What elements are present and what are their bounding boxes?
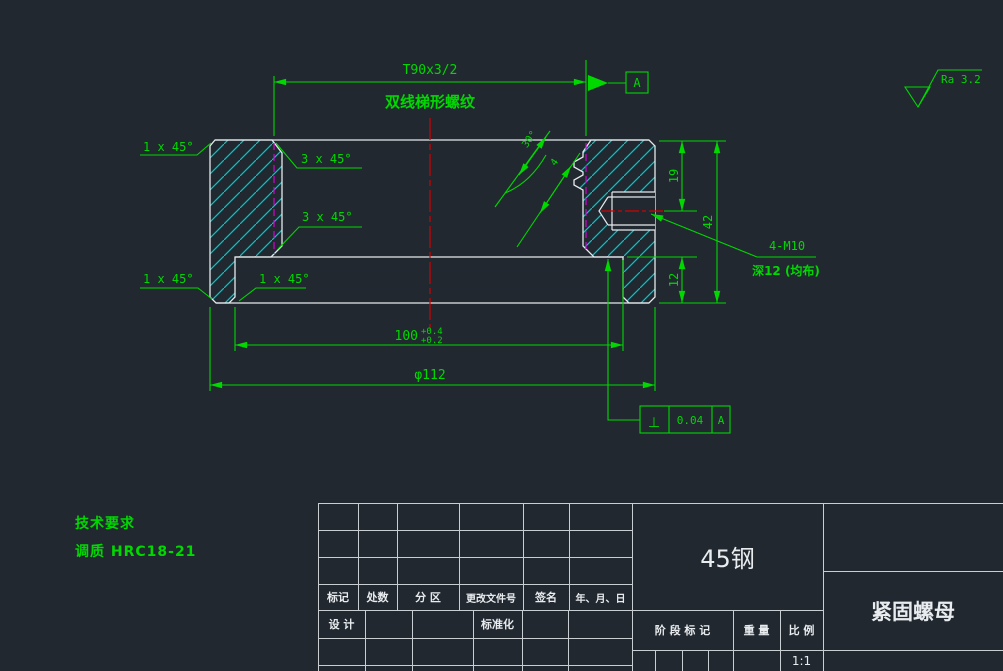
tb-line — [682, 650, 683, 671]
tb-line — [397, 503, 398, 610]
tb-line — [708, 650, 709, 671]
tb-label-scale: 比 例 — [788, 624, 815, 637]
tb-line — [632, 650, 1003, 651]
tb-header-mark: 标记 — [327, 591, 349, 604]
tb-line — [318, 530, 632, 531]
thread-dimension-label: T90x3/2 — [403, 63, 458, 78]
chamfer-label-top-left: 1 x 45° — [143, 140, 194, 154]
section-left-block — [209, 139, 283, 304]
tb-scale-value: 1:1 — [791, 653, 812, 668]
dim-diameter-label: φ112 — [414, 368, 445, 383]
tb-label-stage-mark: 阶 段 标 记 — [654, 624, 711, 637]
dim-12-label: 12 — [667, 273, 681, 287]
tech-requirements-title: 技术要求 — [75, 516, 135, 532]
dim-100-tol-lower: +0.2 — [421, 336, 443, 346]
tb-header-zone: 分 区 — [415, 591, 441, 604]
thread-pitch-label: 4 — [549, 157, 561, 168]
tb-label-weight: 重 量 — [743, 624, 770, 637]
hole-callout-line2: 深12 (均布) — [752, 263, 820, 278]
dim-42-label: 42 — [701, 215, 715, 229]
dim-100-label: 100 — [395, 329, 418, 344]
datum-a-label: A — [633, 76, 641, 90]
tb-header-change-doc: 更改文件号 — [466, 593, 516, 605]
fcf-symbol: ⊥ — [648, 415, 660, 431]
chamfer-label-bore-bottom: 3 x 45° — [302, 210, 353, 224]
tb-line — [568, 610, 569, 671]
dim-100-tol-upper: +0.4 — [421, 327, 443, 337]
thread-note-label: 双线梯形螺纹 — [385, 93, 476, 111]
tb-line — [733, 610, 734, 671]
fcf-datum: A — [718, 414, 725, 427]
tech-requirements-item: 调质 HRC18-21 — [75, 544, 197, 560]
tb-header-count: 处数 — [366, 591, 389, 604]
tb-line — [473, 610, 474, 671]
dim-19-label: 19 — [667, 169, 681, 183]
tb-line — [412, 610, 413, 671]
tb-header-date: 年、月、日 — [575, 593, 626, 605]
tb-line — [318, 584, 632, 585]
tb-line — [459, 503, 460, 610]
chamfer-label-counterbore: 1 x 45° — [259, 272, 310, 286]
roughness-label: Ra 3.2 — [941, 73, 981, 86]
chamfer-label-bottom-left: 1 x 45° — [143, 272, 194, 286]
tb-line — [823, 571, 1003, 572]
tb-material: 45钢 — [700, 545, 755, 573]
tb-line — [780, 610, 781, 671]
tb-label-standardization: 标准化 — [481, 618, 514, 631]
tb-line — [318, 503, 1003, 504]
hole-callout-line1: 4-M10 — [769, 239, 805, 253]
tb-line — [522, 610, 523, 671]
tb-line — [318, 503, 319, 671]
chamfer-label-bore-top: 3 x 45° — [301, 152, 352, 166]
dimensions — [140, 60, 982, 434]
tb-line — [318, 665, 632, 666]
tb-line — [358, 503, 359, 610]
tb-line — [632, 503, 633, 671]
tapped-hole — [598, 191, 663, 231]
tb-line — [569, 503, 570, 610]
tb-line — [318, 557, 632, 558]
fcf-value: 0.04 — [677, 414, 704, 427]
tb-line — [365, 610, 366, 671]
tb-header-signature: 签名 — [535, 591, 557, 604]
tb-line — [318, 638, 632, 639]
tb-line — [823, 503, 824, 671]
tb-line — [523, 503, 524, 610]
tb-line — [318, 610, 823, 611]
tb-line — [655, 650, 656, 671]
tb-part-name: 紧固螺母 — [871, 599, 955, 624]
tb-label-design: 设 计 — [328, 618, 355, 631]
